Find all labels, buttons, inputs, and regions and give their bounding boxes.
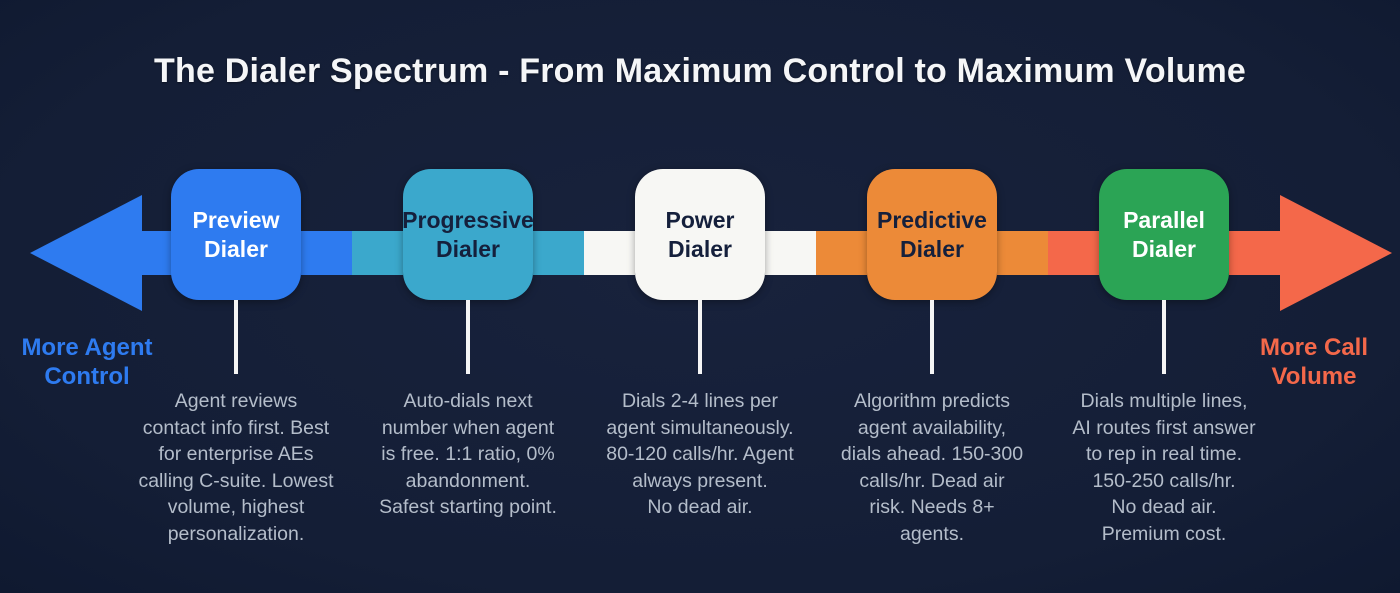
spectrum-segment [533,231,584,275]
right-arrowhead-icon [1280,195,1392,311]
description-preview-dialer: Agent reviews contact info first. Best f… [138,390,334,545]
card-predictive-dialer: Predictive Dialer [867,169,997,300]
connector-line [698,300,702,374]
right-arrow-body [1229,231,1282,275]
spectrum-segment [997,231,1048,275]
connector-line [930,300,934,374]
description-progressive-dialer: Auto-dials next number when agent is fre… [379,390,557,518]
page-title: The Dialer Spectrum - From Maximum Contr… [154,52,1246,90]
connector-line [466,300,470,374]
description-predictive-dialer: Algorithm predicts agent availability, d… [840,390,1024,545]
right-axis-label: More Call Volume [1259,334,1369,390]
card-preview-dialer: Preview Dialer [171,169,301,300]
left-arrowhead-icon [30,195,142,311]
card-power-dialer: Power Dialer [635,169,765,300]
card-parallel-dialer: Parallel Dialer [1099,169,1229,300]
card-progressive-dialer: Progressive Dialer [402,169,534,300]
spectrum-segment [1048,231,1099,275]
spectrum-segment [301,231,352,275]
description-parallel-dialer: Dials multiple lines, AI routes first an… [1072,390,1256,545]
left-axis-label: More Agent Control [21,334,153,390]
spectrum-segment [584,231,635,275]
connector-line [1162,300,1166,374]
description-power-dialer: Dials 2-4 lines per agent simultaneously… [606,390,794,518]
spectrum-segment [816,231,867,275]
spectrum-segment [765,231,816,275]
connector-line [234,300,238,374]
spectrum-segment [352,231,403,275]
